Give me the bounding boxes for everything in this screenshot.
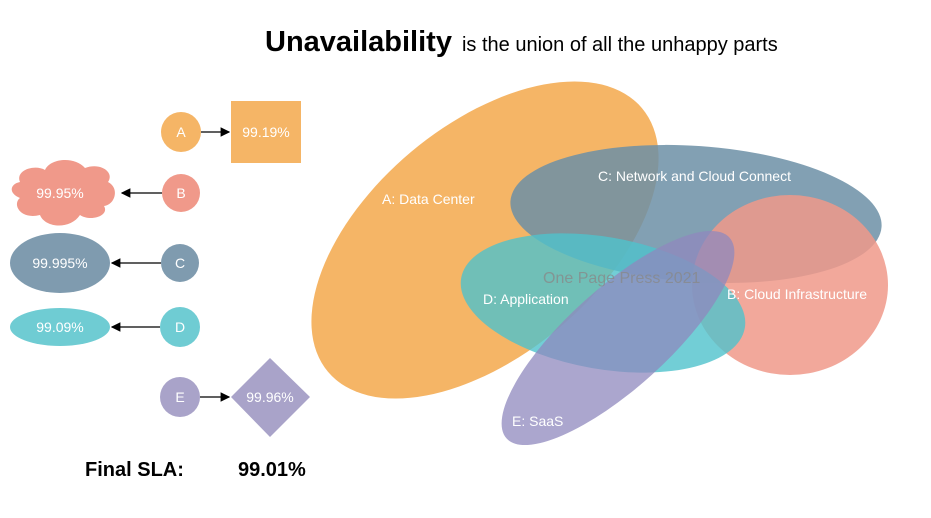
watermark: One Page Press 2021 xyxy=(543,270,701,287)
value-b-cloud xyxy=(11,159,115,226)
node-a-label: A xyxy=(176,124,186,140)
label-b: B: Cloud Infrastructure xyxy=(727,286,867,302)
label-c: C: Network and Cloud Connect xyxy=(598,168,791,184)
node-a xyxy=(161,112,201,152)
node-b xyxy=(162,174,200,212)
node-d xyxy=(160,307,200,347)
region-e-saas xyxy=(501,230,735,446)
value-c: 99.995% xyxy=(32,255,87,271)
title: Unavailability is the union of all the un… xyxy=(265,26,778,58)
label-a: A: Data Center xyxy=(382,191,475,207)
value-a-square xyxy=(231,101,301,163)
node-e-label: E xyxy=(175,389,184,405)
value-c-ellipse xyxy=(10,233,110,293)
value-b: 99.95% xyxy=(36,185,83,201)
value-e-diamond xyxy=(231,358,310,437)
node-d-label: D xyxy=(175,319,185,335)
node-c xyxy=(161,244,199,282)
node-c-label: C xyxy=(175,255,185,271)
final-sla-value: 99.01% xyxy=(238,459,306,481)
value-d-ellipse xyxy=(10,308,110,346)
title-bold: Unavailability xyxy=(265,26,452,58)
title-rest: is the union of all the unhappy parts xyxy=(462,34,778,56)
node-b-label: B xyxy=(176,185,185,201)
value-a: 99.19% xyxy=(242,124,289,140)
value-d: 99.09% xyxy=(36,319,83,335)
label-d: D: Application xyxy=(483,291,569,307)
final-sla-label: Final SLA: xyxy=(85,459,184,481)
value-e: 99.96% xyxy=(246,389,293,405)
label-e: E: SaaS xyxy=(512,413,563,429)
node-e xyxy=(160,377,200,417)
